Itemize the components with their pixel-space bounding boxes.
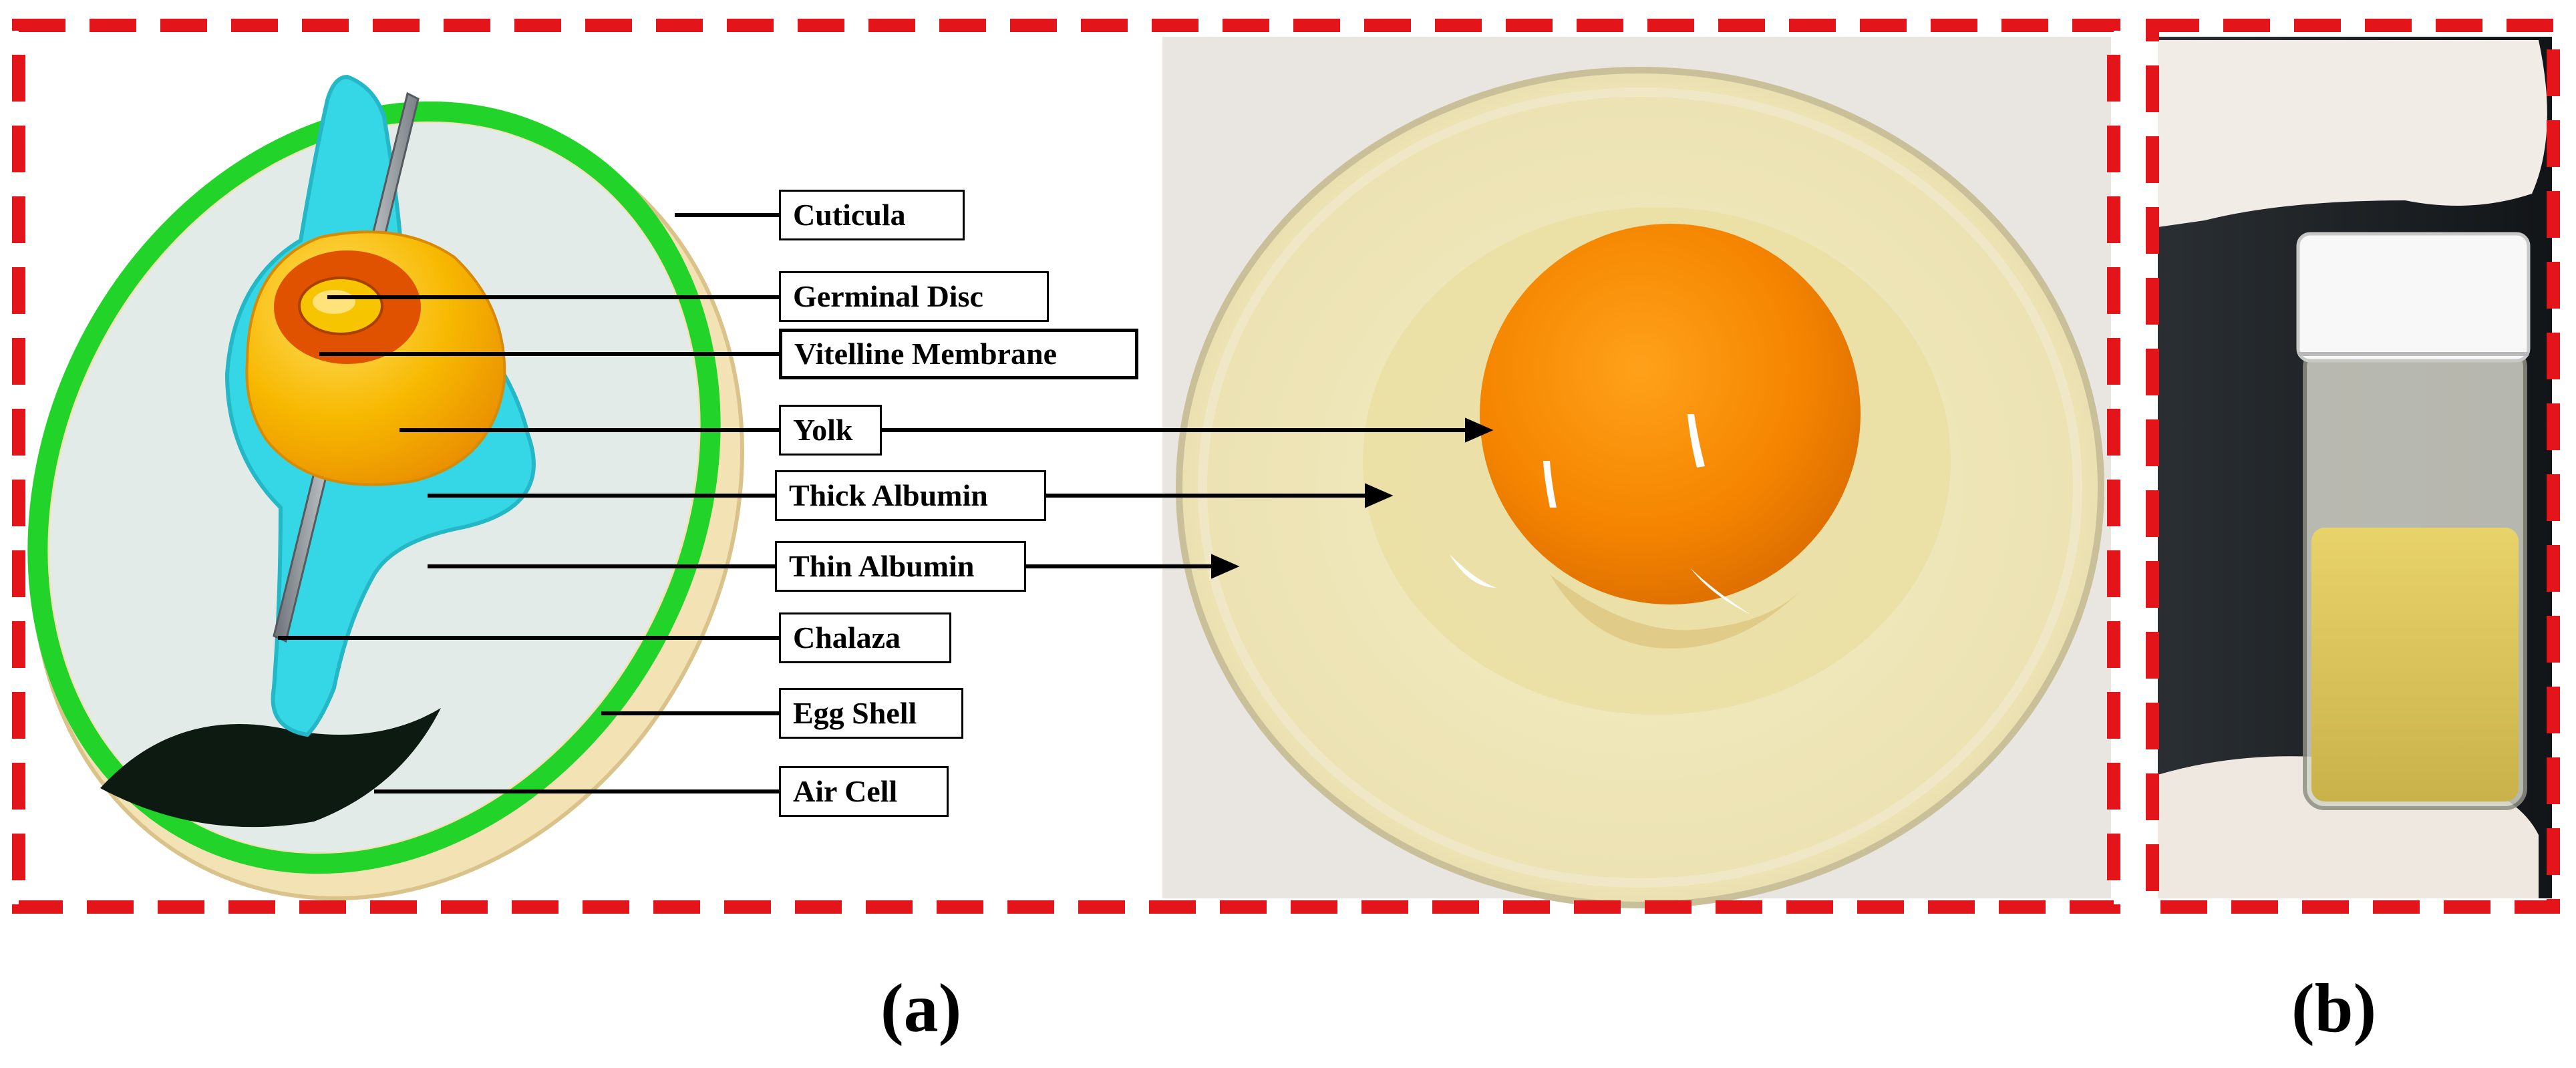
vial-cap (2296, 232, 2531, 363)
leader-lines (278, 213, 779, 793)
arrowhead-yolk (1465, 417, 1494, 443)
label-germinal-disc: Germinal Disc (779, 271, 1049, 322)
label-thick-albumin: Thick Albumin (775, 470, 1046, 521)
label-air-cell: Air Cell (779, 766, 949, 817)
glove-top (2158, 40, 2547, 227)
vial-photo (2158, 37, 2552, 898)
photo-arrows (882, 417, 1494, 579)
arrowhead-thin-albumin (1211, 554, 1240, 579)
label-chalaza: Chalaza (779, 612, 951, 663)
germinal-disc-highlight (313, 290, 355, 314)
egg-diagram (27, 74, 744, 901)
air-cell-shape (100, 708, 441, 828)
caption-a: (a) (880, 970, 962, 1047)
egg-photo (1162, 37, 2111, 908)
arrowhead-thick-albumin (1365, 483, 1394, 508)
vial-liquid (2311, 528, 2519, 802)
photo-yolk (1480, 224, 1861, 604)
caption-b: (b) (2291, 970, 2377, 1047)
label-vitelline-membrane: Vitelline Membrane (779, 329, 1138, 379)
label-yolk: Yolk (779, 405, 882, 456)
label-egg-shell: Egg Shell (779, 688, 963, 739)
label-thin-albumin: Thin Albumin (775, 541, 1026, 592)
label-cuticula: Cuticula (779, 190, 965, 240)
frame-b (2146, 19, 2560, 914)
